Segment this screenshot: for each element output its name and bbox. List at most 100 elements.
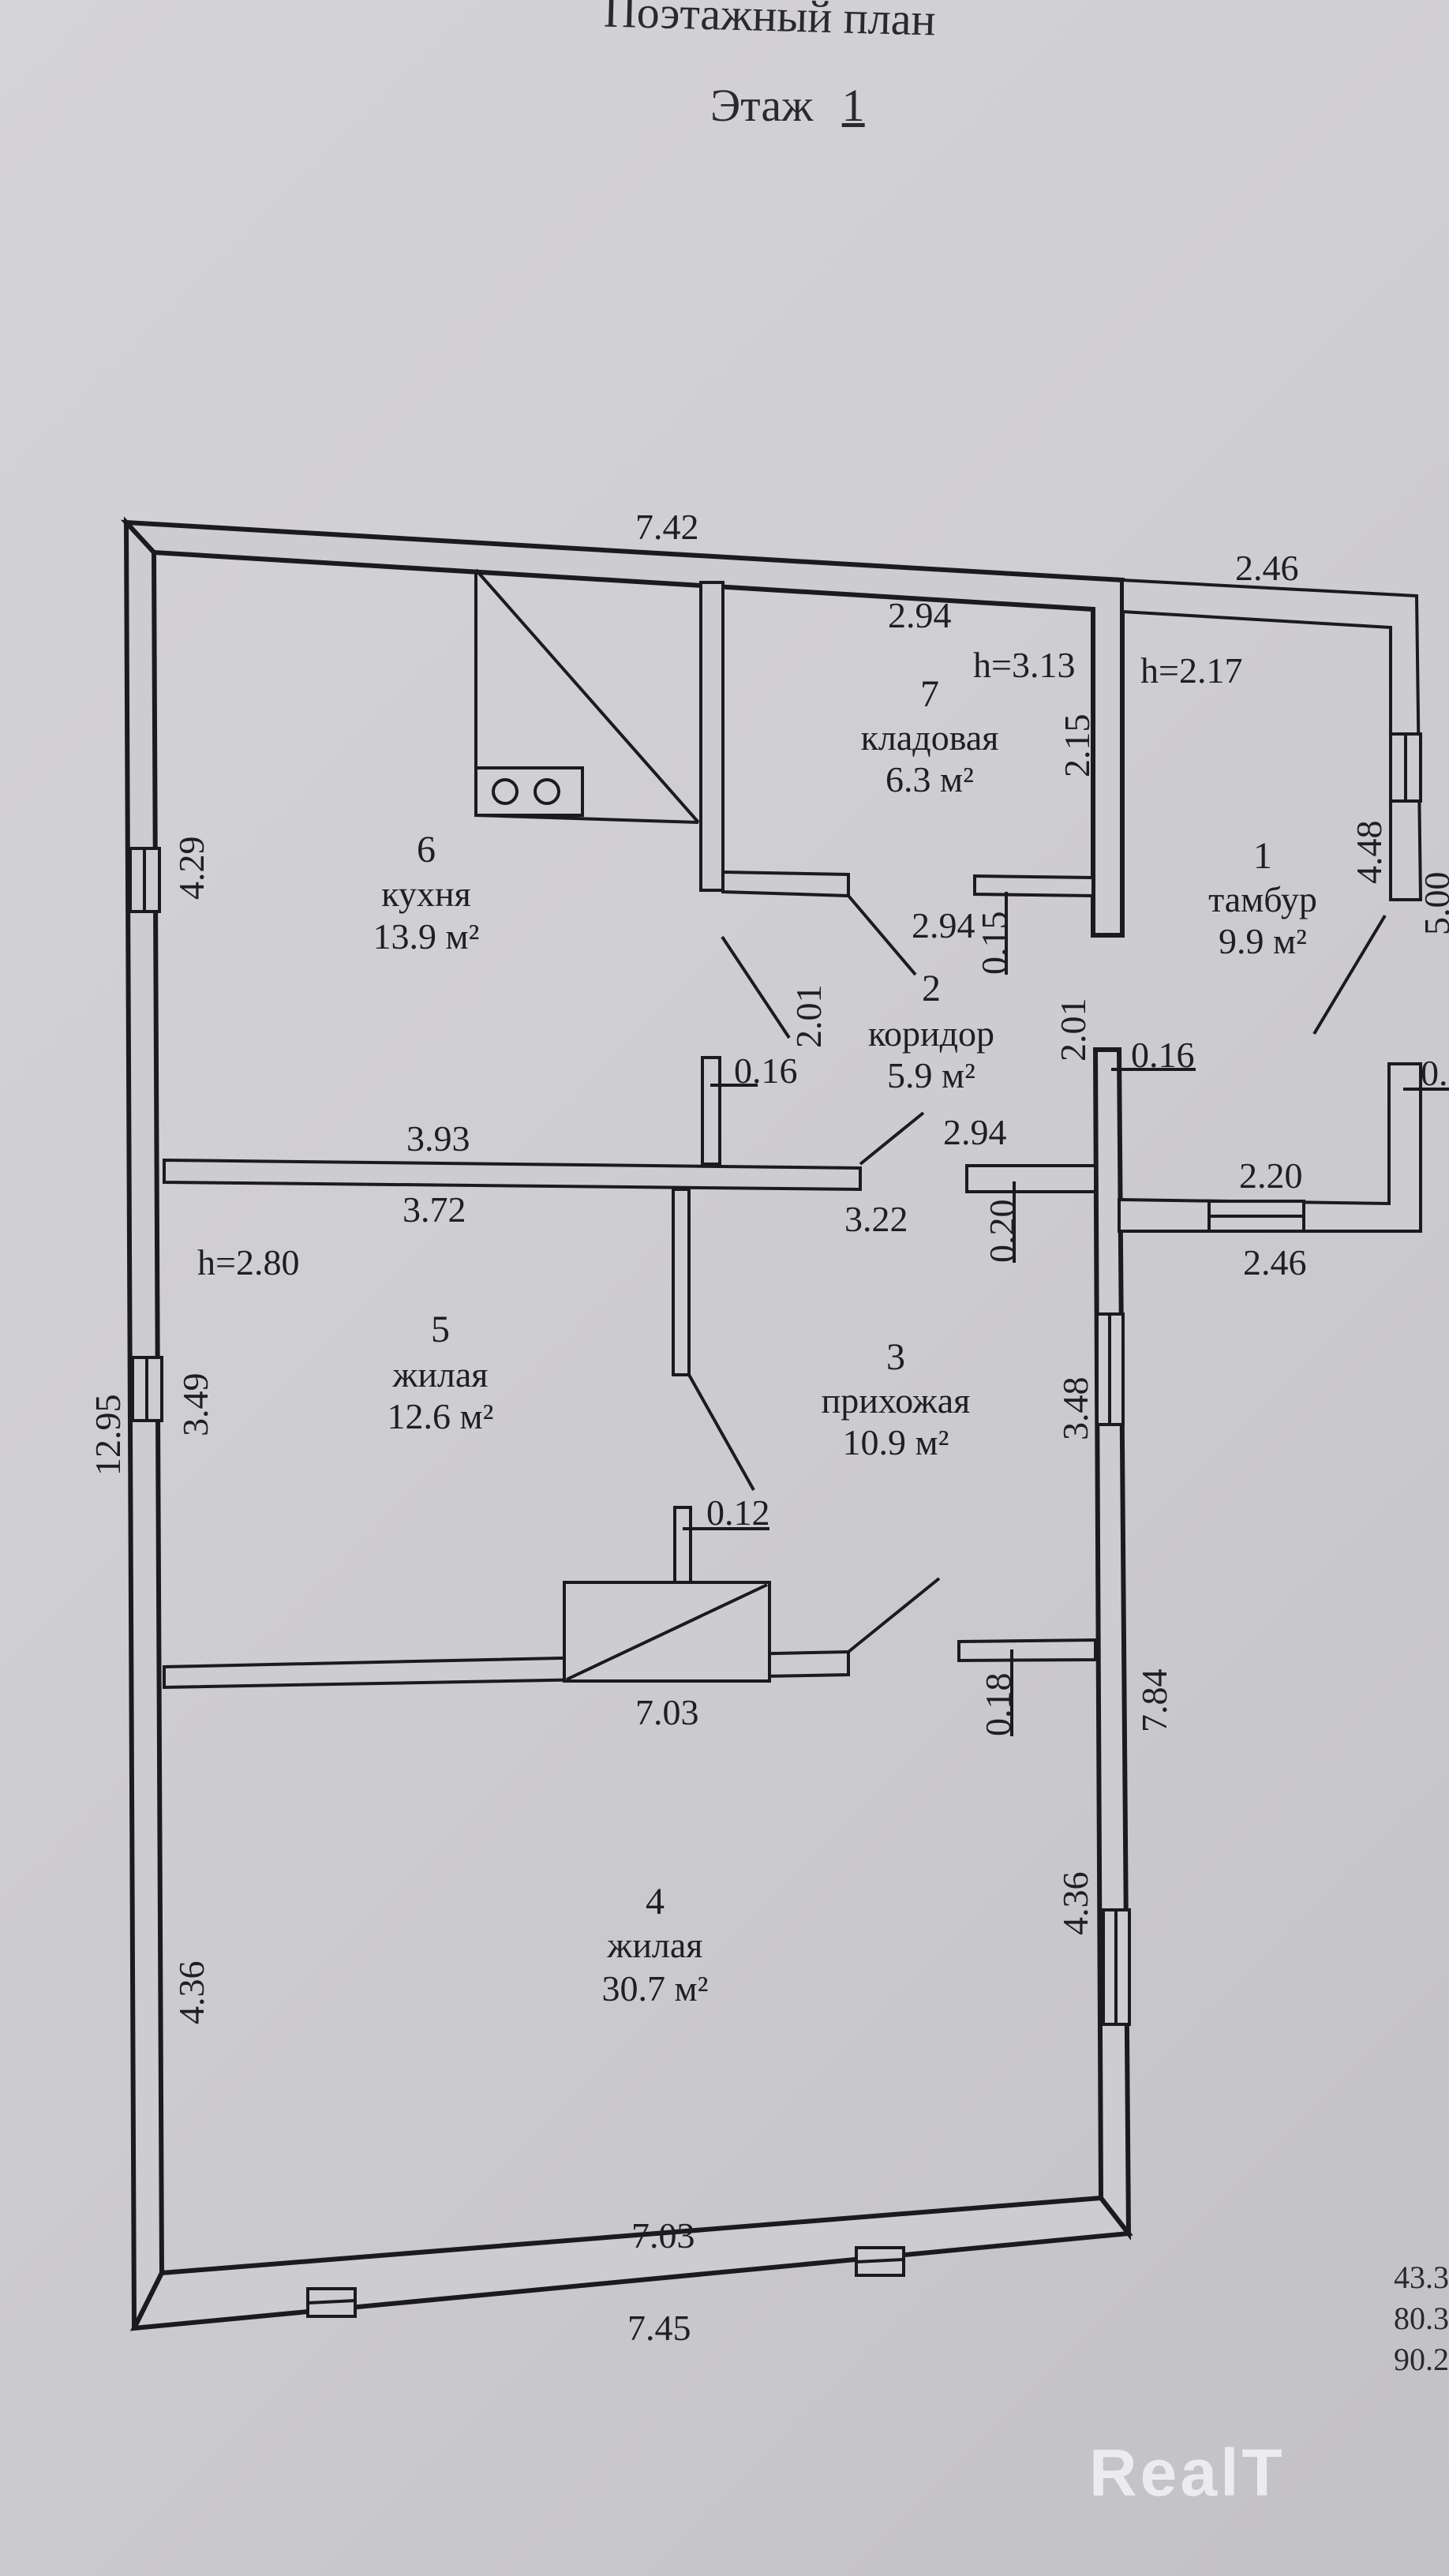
dim-living5-width: 3.72	[402, 1189, 466, 1230]
wall-left	[123, 516, 165, 2330]
dim-kitchen-depth: 4.29	[171, 837, 212, 900]
room-2-name: коридор	[868, 1013, 994, 1054]
dim-living4-depth-left: 4.36	[171, 1961, 212, 2025]
floor-number: 1	[841, 80, 865, 131]
wall-hall-stub	[965, 1164, 1097, 1193]
dim-hall-width: 3.22	[844, 1199, 908, 1239]
kitchen-fixtures	[474, 568, 700, 824]
doors	[687, 894, 1387, 1653]
room-7-number: 7	[920, 673, 939, 715]
dim-hall-depth: 3.48	[1055, 1377, 1095, 1441]
door-living4	[847, 1577, 941, 1653]
total-general-area: 80.3	[1394, 2301, 1449, 2336]
dim-wall-right-partial: 0.	[1421, 1053, 1448, 1093]
floor-label-text: Этаж	[710, 80, 814, 131]
dim-corridor-top: 2.94	[912, 905, 975, 945]
room-1-number: 1	[1253, 835, 1272, 877]
door-storage	[847, 894, 917, 976]
room-4-name: жилая	[607, 1925, 703, 1965]
realt-watermark-logo: RealT	[1089, 2436, 1286, 2510]
dim-living4-width-top: 7.03	[635, 1692, 699, 1732]
height-storage: h=3.13	[973, 645, 1075, 685]
hob-burner-1	[492, 778, 519, 805]
total-overall-area: 90.2	[1394, 2342, 1449, 2377]
wall-storage-bottom-left	[721, 870, 850, 898]
dimensions: 7.42 2.46 2.94 2.15 4.48 5.00 4.29 2.94 …	[88, 507, 1449, 2348]
door-living5	[687, 1374, 755, 1491]
dim-wall-016-b: 0.16	[1131, 1035, 1195, 1075]
height-main: h=2.80	[197, 1242, 299, 1282]
room-3-area: 10.9 м²	[843, 1422, 949, 1462]
dim-living4-depth-right: 4.36	[1055, 1872, 1095, 1936]
dim-vestibule-outer-width: 2.46	[1243, 1242, 1307, 1282]
room-7-area: 6.3 м²	[886, 759, 974, 799]
floor-label: Этаж 1	[710, 79, 865, 132]
dim-wall-015: 0.15	[974, 912, 1014, 975]
dim-east-length: 7.84	[1134, 1669, 1174, 1733]
dim-top-outer: 7.42	[635, 507, 699, 547]
room-5-number: 5	[431, 1309, 450, 1350]
kitchen-diagonal	[474, 568, 700, 824]
ceiling-heights: h=3.13 h=2.17 h=2.80	[197, 645, 1242, 1282]
dim-corridor-right: 2.01	[1053, 998, 1093, 1062]
room-2-label: 2 коридор 5.9 м²	[868, 968, 994, 1095]
room-4-area: 30.7 м²	[602, 1968, 709, 2009]
room-5-area: 12.6 м²	[388, 1396, 494, 1436]
room-2-area: 5.9 м²	[887, 1055, 975, 1095]
height-vestibule: h=2.17	[1140, 650, 1242, 691]
dim-bottom-outer: 7.45	[627, 2308, 691, 2348]
room-6-area: 13.9 м²	[373, 916, 480, 957]
room-1-area: 9.9 м²	[1219, 921, 1307, 961]
door-vestibule	[1312, 914, 1387, 1035]
room-1-name: тамбур	[1208, 879, 1317, 919]
room-4-label: 4 жилая 30.7 м²	[602, 1881, 709, 2009]
wall-living5-hall	[672, 1188, 691, 1376]
area-totals: 43.3 80.3 90.2	[1394, 2257, 1449, 2380]
dim-wall-012: 0.12	[706, 1492, 770, 1533]
wall-0-12-stub	[673, 1506, 692, 1588]
room-7-name: кладовая	[861, 717, 999, 758]
room-4-number: 4	[646, 1881, 665, 1923]
dim-kitchen-width: 3.93	[406, 1118, 470, 1159]
dim-vestibule-depth: 4.48	[1349, 821, 1389, 885]
dim-overall-length: 12.95	[88, 1395, 128, 1477]
dim-vestibule-inner-width: 2.20	[1239, 1155, 1303, 1196]
room-6-name: кухня	[381, 874, 470, 914]
room-3-number: 3	[886, 1336, 905, 1378]
windows	[129, 732, 1422, 2318]
wall-kitchen-stub	[701, 1056, 721, 1166]
room-3-label: 3 прихожая 10.9 м²	[822, 1336, 971, 1462]
room-6-number: 6	[417, 829, 436, 871]
room-3-name: прихожая	[822, 1380, 971, 1421]
room-7-label: 7 кладовая 6.3 м²	[861, 673, 999, 799]
interior-walls	[163, 581, 1097, 1690]
kitchen-hob	[474, 766, 584, 817]
room-6-label: 6 кухня 13.9 м²	[373, 829, 480, 957]
wall-vestibule	[1121, 578, 1423, 901]
wall-kitchen-living5	[163, 1158, 862, 1192]
dim-vestibule-top: 2.46	[1235, 548, 1299, 588]
room-5-label: 5 жилая 12.6 м²	[388, 1309, 494, 1436]
room-5-name: жилая	[392, 1354, 489, 1395]
leaders	[683, 892, 1449, 1736]
room-1-label: 1 тамбур 9.9 м²	[1208, 835, 1317, 961]
dim-storage-width: 2.94	[888, 595, 952, 635]
dim-corridor-bottom: 2.94	[943, 1112, 1007, 1152]
exterior-walls	[120, 516, 1423, 2331]
wall-kitchen-storage	[699, 581, 724, 892]
dim-storage-depth: 2.15	[1057, 714, 1097, 778]
wall-hall-right-stub	[957, 1638, 1097, 1663]
room-2-number: 2	[922, 968, 941, 1009]
door-corridor-hall	[859, 1111, 925, 1166]
dim-wall-016-a: 0.16	[734, 1050, 798, 1091]
dim-wall-020: 0.20	[982, 1200, 1022, 1264]
dim-corridor-left: 2.01	[788, 985, 829, 1049]
dim-vestibule-outer: 5.00	[1417, 872, 1449, 936]
hob-burner-2	[534, 778, 560, 805]
wall-storage-bottom-right	[973, 874, 1095, 898]
dim-living5-depth: 3.49	[175, 1373, 215, 1437]
door-kitchen	[721, 935, 791, 1039]
dim-living4-width-bottom: 7.03	[631, 2215, 695, 2256]
total-living-area: 43.3	[1394, 2260, 1449, 2295]
